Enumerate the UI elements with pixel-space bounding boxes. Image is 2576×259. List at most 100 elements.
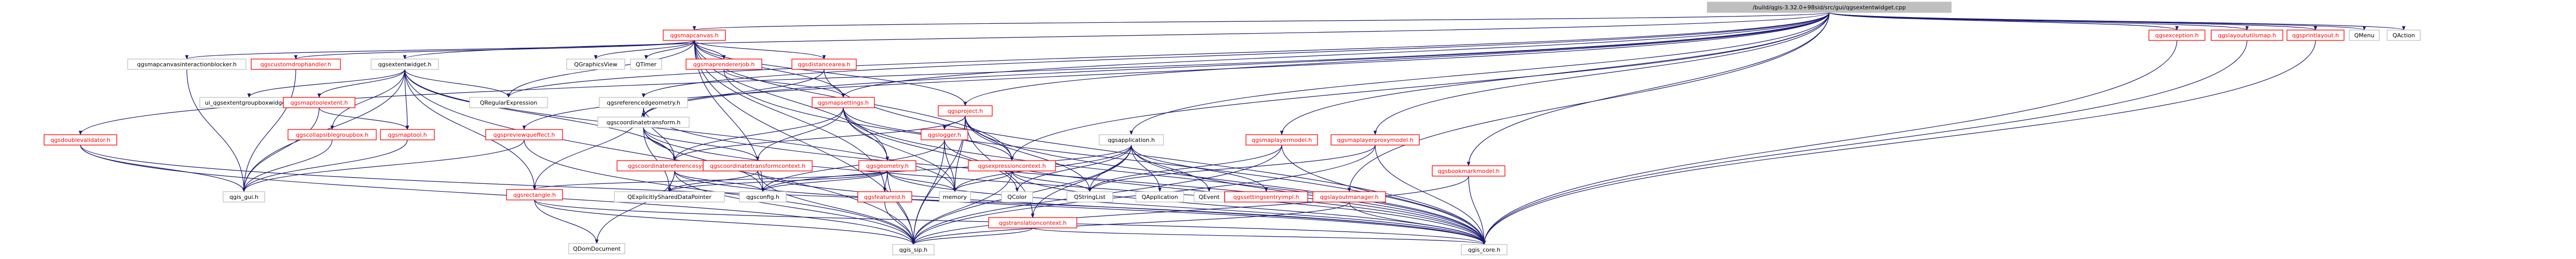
node-label: qgsmaptool.h xyxy=(388,132,427,138)
node-qgsdistancearea-h[interactable]: qgsdistancearea.h xyxy=(791,59,857,70)
node-box xyxy=(2286,30,2345,41)
edge-qgsapplication-to-qcolor xyxy=(1015,145,1132,192)
node-qgraphicsview: QGraphicsView xyxy=(566,59,625,70)
edge-qgscustomdrophandler-to-qgis-gui xyxy=(242,69,296,192)
node-label: qgscollapsiblegroupbox.h xyxy=(296,132,368,138)
node-qgsmaplayermodel-h[interactable]: qgsmaplayermodel.h xyxy=(1245,134,1318,146)
node-qgsgeometry-h[interactable]: qgsgeometry.h xyxy=(858,160,916,171)
node-box xyxy=(857,191,912,203)
edge-qgsextentwidget-to-ui-qgsextentgroupbox xyxy=(247,69,405,98)
node-box xyxy=(469,97,548,108)
node-label: qgslogger.h xyxy=(928,132,961,138)
node-qgsmaptoolextent-h[interactable]: qgsmaptoolextent.h xyxy=(283,97,355,108)
node-qgssettingsentryimpl-h[interactable]: qgssettingsentryimpl.h xyxy=(1224,191,1308,203)
node-qgsmaprendererjob-h[interactable]: qgsmaprendererjob.h xyxy=(686,59,762,70)
node-qgsproject-h[interactable]: qgsproject.h xyxy=(938,105,993,117)
edge-qgsmaptoolextent-to-qgsmaptool xyxy=(319,107,409,130)
edge-qgsmapcanvas-to-qgraphicsview xyxy=(594,40,695,60)
node-qgsbookmarkmodel-h[interactable]: qgsbookmarkmodel.h xyxy=(1432,165,1505,177)
node-label: QColor xyxy=(1007,194,1027,200)
node-label: QEvent xyxy=(1199,194,1220,200)
node-box xyxy=(371,59,439,70)
node-qgsdoublevalidator-h[interactable]: qgsdoublevalidator.h xyxy=(44,134,117,146)
edge-qgscoordinatereferencesystem-to-qgis-sip xyxy=(674,170,915,245)
edge-root-to-qgsextentwidget xyxy=(403,12,1830,60)
node-label: qgis_core.h xyxy=(1468,247,1501,253)
node-box xyxy=(506,189,563,200)
node-label: qgssettingsentryimpl.h xyxy=(1234,194,1299,200)
edge-qgsfeatureid-to-qgis-sip xyxy=(884,202,915,245)
node-label: qgstranslationcontext.h xyxy=(999,220,1067,226)
node-label: qgsfeatureid.h xyxy=(864,194,906,200)
node-qgsrectangle-h[interactable]: qgsrectangle.h xyxy=(506,189,563,200)
node-box xyxy=(663,30,726,41)
edge-root-to-qgsexpressioncontext xyxy=(1010,12,1830,161)
node-label: qgscoordinatereferencesystem.h xyxy=(627,163,721,169)
node-qgsmaptool-h[interactable]: qgsmaptool.h xyxy=(380,129,435,140)
node-label: qgsmapsettings.h xyxy=(818,99,869,106)
node-box xyxy=(1066,191,1113,203)
edge-qgscoordinatereferencesystem-to-qgsconfig xyxy=(674,170,765,192)
node-box xyxy=(812,97,875,108)
edge-qgsrectangle-to-qdomdocument xyxy=(534,199,599,244)
node-box xyxy=(568,243,625,254)
edge-root-to-qgslayoututils xyxy=(1829,12,2249,31)
node-box xyxy=(380,129,435,140)
nodes-layer: /build/qgis-3.32.0+98sid/src/gui/qgsexte… xyxy=(44,2,2421,255)
node-qgscoordinatetransform-h: qgscoordinatetransform.h xyxy=(597,117,690,128)
edge-qgscoordinatetransformcontext-to-qgis-sip xyxy=(757,170,915,245)
node-qmenu: QMenu xyxy=(2349,30,2380,41)
node-label: QDomDocument xyxy=(573,246,621,252)
node-qgscollapsiblegroupbox-h[interactable]: qgscollapsiblegroupbox.h xyxy=(287,129,377,140)
node-qgscoordinatetransformcontext-h[interactable]: qgscoordinatetransformcontext.h xyxy=(703,160,813,171)
node-box xyxy=(939,191,971,203)
node-qgsapplication-h: qgsapplication.h xyxy=(1099,134,1164,146)
edge-qgscoordinatetransform-to-qgscoordinatetransformcontext xyxy=(643,127,760,161)
edge-qgsreferencedgeometry-to-qgscoordinatereferencesystem xyxy=(643,107,677,161)
edge-qgsapplication-to-qapplication xyxy=(1131,145,1162,192)
edge-qgsmaptool-to-qgis-gui xyxy=(242,139,408,192)
node-qgsprintlayout-h[interactable]: qgsprintlayout.h xyxy=(2286,30,2345,41)
node-label: qgsdistancearea.h xyxy=(798,61,850,68)
node-qgscustomdrophandler-h[interactable]: qgscustomdrophandler.h xyxy=(251,59,341,70)
edge-root-to-qaction xyxy=(1829,12,2405,31)
edge-root-to-qgsprintlayout xyxy=(1829,12,2317,31)
node-label: qgis_gui.h xyxy=(229,194,258,200)
node-qgstranslationcontext-h[interactable]: qgstranslationcontext.h xyxy=(988,217,1077,228)
node-qgslayoututilsmap-h[interactable]: qgslayoututilsmap.h xyxy=(2211,30,2283,41)
node-qgsexception-h[interactable]: qgsexception.h xyxy=(2148,30,2205,41)
node-qgsmapsettings-h[interactable]: qgsmapsettings.h xyxy=(812,97,875,108)
edge-root-to-qgsapplication xyxy=(1129,12,1830,135)
node-box xyxy=(251,59,341,70)
edge-qgsmaprendererjob-to-qgis-core xyxy=(723,69,1486,245)
edge-qgslayoututils-to-qgis-core xyxy=(1482,40,2248,245)
node-label: qgsgeometry.h xyxy=(866,163,909,169)
node-qexplicitlyshareddatapointer: QExplicitlySharedDataPointer xyxy=(614,191,725,203)
edge-qgscoordinatetransformcontext-to-qexplicitlyshareddatapointer xyxy=(667,170,758,192)
node-label: qgsapplication.h xyxy=(1108,137,1155,143)
edge-qgsmapsettings-to-qgscoordinatetransformcontext xyxy=(756,107,844,161)
node-label: QTimer xyxy=(636,61,657,68)
edge-qgsapplication-to-qgssettingsentryimpl xyxy=(1131,145,1268,192)
node-qgsmaplayerproxymodel-h[interactable]: qgsmaplayerproxymodel.h xyxy=(1331,134,1420,146)
edge-qgsgeometry-to-qgsconfig xyxy=(761,170,888,192)
node-qgsexpressioncontext-h[interactable]: qgsexpressioncontext.h xyxy=(968,160,1056,171)
node-box xyxy=(1461,244,1508,255)
edge-qgsproject-to-qgscoordinatereferencesystem xyxy=(673,116,966,161)
edge-qgsextentwidget-to-qgsmaptool xyxy=(404,69,409,130)
node-box xyxy=(1224,191,1308,203)
node-qgsreferencedgeometry-h: qgsreferencedgeometry.h xyxy=(599,97,688,108)
edge-qgsgeometry-to-memory xyxy=(887,170,957,192)
node-box xyxy=(1001,191,1033,203)
edge-qgsrectangle-to-qgis-sip xyxy=(534,199,915,245)
edge-qgsmaplayerproxymodel-to-qstringlist xyxy=(1088,145,1376,192)
node-qgsfeatureid-h[interactable]: qgsfeatureid.h xyxy=(857,191,912,203)
node-qgspreviewqueffect-h[interactable]: qgspreviewqueffect.h xyxy=(485,129,563,140)
node-box xyxy=(599,97,688,108)
node-qgsmapcanvas-h[interactable]: qgsmapcanvas.h xyxy=(663,30,726,41)
node-label: memory xyxy=(943,194,967,200)
node-qgslayoutmanager-h[interactable]: qgslayoutmanager.h xyxy=(1312,191,1386,203)
edge-qgsextentwidget-to-qgis-sip xyxy=(404,69,915,245)
node-qgslogger-h[interactable]: qgslogger.h xyxy=(921,129,968,140)
